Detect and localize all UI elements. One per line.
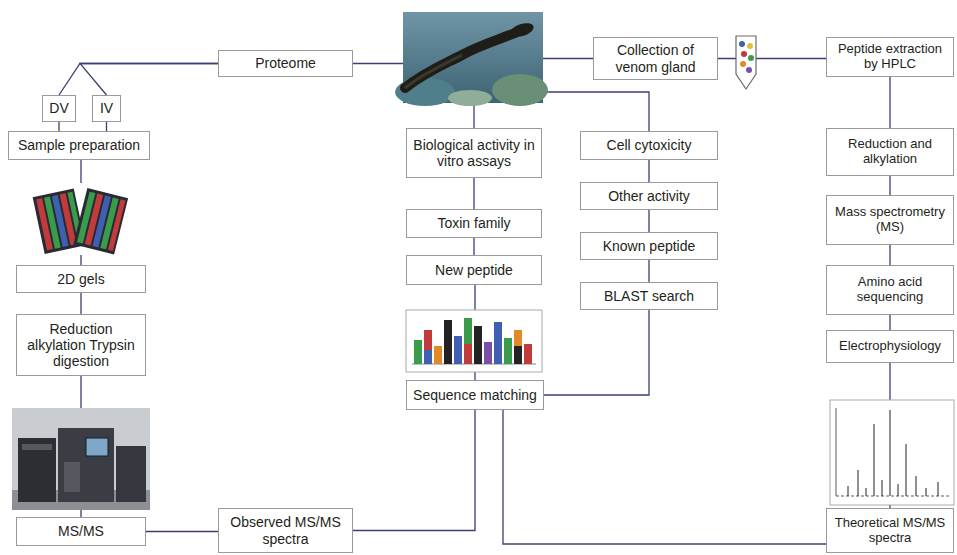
connector-line bbox=[544, 310, 649, 395]
connector-line bbox=[718, 58, 826, 59]
box-label: Sequence matching bbox=[413, 387, 537, 403]
connector-line bbox=[889, 77, 890, 128]
box-label: Observed MS/MS spectra bbox=[224, 514, 347, 546]
gel-photo bbox=[32, 183, 130, 255]
box-label: DV bbox=[49, 100, 68, 116]
connector-line bbox=[80, 293, 81, 314]
process-box: Sequence matching bbox=[406, 380, 544, 410]
connector-line bbox=[889, 245, 890, 265]
box-label: Peptide extraction by HPLC bbox=[832, 42, 948, 72]
process-box: Amino acid sequencing bbox=[826, 265, 954, 315]
process-box: MS/MS bbox=[16, 517, 146, 546]
connector-line bbox=[889, 176, 890, 195]
box-label: IV bbox=[100, 100, 113, 116]
leader-line bbox=[540, 92, 649, 131]
instrument-photo bbox=[12, 408, 150, 510]
process-box: Known peptide bbox=[580, 232, 718, 260]
connector-line bbox=[648, 160, 649, 182]
process-box: Sample preparation bbox=[8, 131, 150, 160]
box-label: Known peptide bbox=[603, 238, 696, 254]
process-box: DV bbox=[42, 95, 76, 122]
box-label: Other activity bbox=[608, 188, 690, 204]
connector-line bbox=[648, 210, 649, 232]
process-box: Electrophysiology bbox=[826, 330, 954, 363]
process-box: Cell cytoxicity bbox=[580, 131, 718, 160]
box-label: Reduction alkylation Trypsin digestion bbox=[22, 321, 140, 369]
spectrum-plot bbox=[830, 400, 954, 505]
box-label: Toxin family bbox=[437, 215, 510, 231]
process-box: Biological activity in vitro assays bbox=[406, 128, 542, 178]
process-box: Other activity bbox=[580, 182, 718, 210]
connector-line bbox=[80, 64, 218, 96]
box-label: Collection of venom gland bbox=[599, 42, 712, 74]
process-box: Reduction alkylation Trypsin digestion bbox=[16, 314, 146, 376]
sequence-logo bbox=[406, 310, 542, 372]
box-label: Amino acid sequencing bbox=[832, 275, 948, 305]
connector-line bbox=[106, 122, 107, 131]
connector-line bbox=[473, 178, 474, 209]
box-label: Electrophysiology bbox=[839, 339, 941, 354]
box-label: Reduction and alkylation bbox=[832, 137, 948, 167]
process-box: New peptide bbox=[406, 255, 542, 285]
connector-line bbox=[648, 260, 649, 282]
connector-line bbox=[58, 122, 59, 131]
box-label: New peptide bbox=[435, 262, 513, 278]
connector-line bbox=[889, 315, 890, 330]
connector-line bbox=[59, 64, 218, 96]
box-label: MS/MS bbox=[58, 523, 104, 539]
process-box: BLAST search bbox=[580, 282, 718, 310]
box-label: Proteome bbox=[255, 55, 316, 71]
box-label: Sample preparation bbox=[18, 137, 140, 153]
process-box: Toxin family bbox=[406, 209, 542, 238]
tube-icon bbox=[736, 36, 756, 89]
process-box: Observed MS/MS spectra bbox=[218, 508, 353, 553]
connector-line bbox=[503, 410, 826, 544]
box-label: Cell cytoxicity bbox=[607, 137, 692, 153]
snake-photo bbox=[395, 12, 548, 106]
process-box: IV bbox=[92, 95, 121, 122]
process-box: Collection of venom gland bbox=[593, 37, 718, 80]
box-label: BLAST search bbox=[604, 288, 694, 304]
connector-line bbox=[889, 363, 890, 508]
box-label: Theoretical MS/MS spectra bbox=[832, 516, 948, 546]
box-label: Mass spectrometry (MS) bbox=[832, 205, 948, 235]
connector-line bbox=[353, 410, 475, 531]
box-label: Biological activity in vitro assays bbox=[412, 137, 536, 169]
process-box: Theoretical MS/MS spectra bbox=[826, 508, 954, 553]
box-label: 2D gels bbox=[57, 271, 104, 287]
process-box: Mass spectrometry (MS) bbox=[826, 195, 954, 245]
process-box: Reduction and alkylation bbox=[826, 128, 954, 176]
process-box: Peptide extraction by HPLC bbox=[826, 37, 954, 77]
process-box: Proteome bbox=[218, 50, 353, 77]
connector-line bbox=[473, 238, 474, 255]
connector-line bbox=[146, 531, 218, 532]
process-box: 2D gels bbox=[16, 265, 146, 293]
